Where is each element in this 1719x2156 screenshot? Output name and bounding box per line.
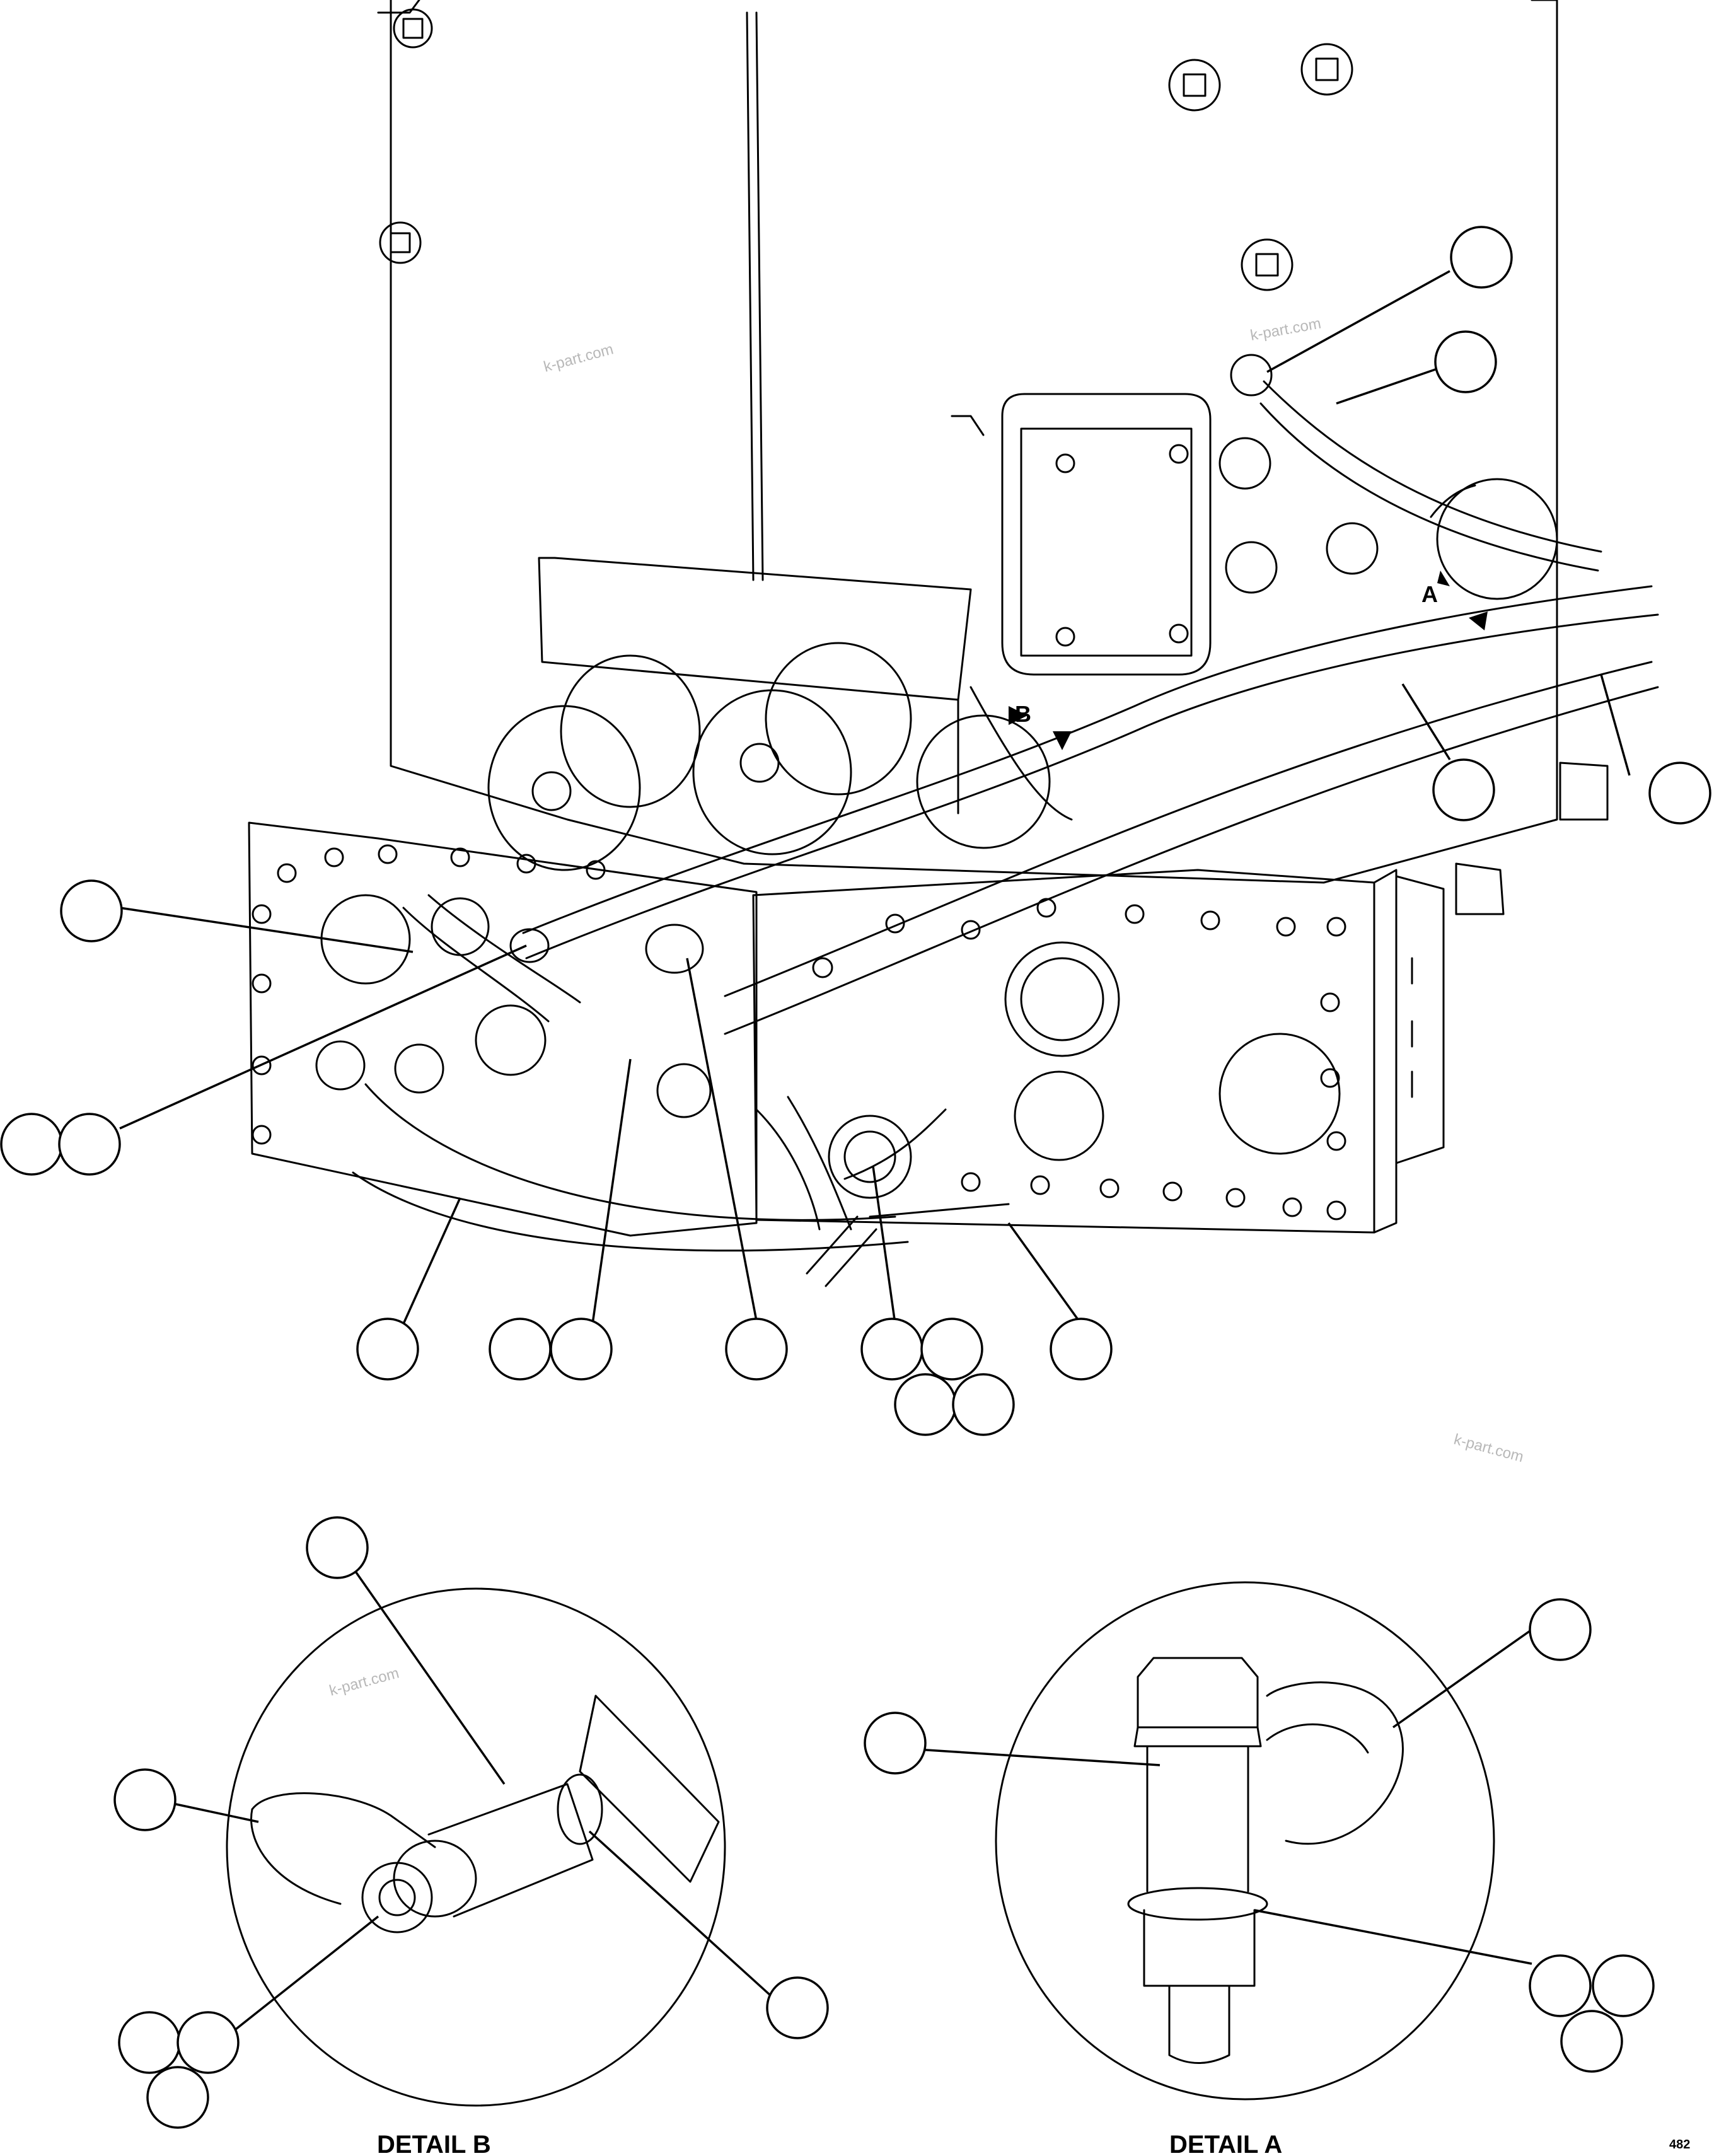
callout-bubble[interactable] bbox=[1050, 1318, 1113, 1381]
detail-a: DETAIL A bbox=[995, 1581, 1495, 2156]
callout-bubble[interactable] bbox=[920, 1318, 983, 1381]
callout-bubble[interactable] bbox=[864, 1712, 927, 1775]
detail-b: DETAIL B bbox=[226, 1587, 726, 2156]
watermarks: k-part.com k-part.com k-part.com k-part.… bbox=[328, 315, 1525, 1700]
hoses bbox=[352, 380, 1659, 1287]
callout-bubble[interactable] bbox=[894, 1373, 957, 1436]
callout-bubble[interactable] bbox=[489, 1318, 552, 1381]
main-assembly: A B bbox=[248, 0, 1659, 1287]
callout-bubble[interactable] bbox=[118, 2011, 181, 2074]
callout-bubble[interactable] bbox=[1560, 2010, 1623, 2073]
callout-bubble[interactable] bbox=[1450, 226, 1513, 289]
watermark: k-part.com bbox=[542, 340, 615, 375]
callout-bubble[interactable] bbox=[356, 1318, 419, 1381]
callout-bubble[interactable] bbox=[860, 1318, 923, 1381]
callout-bubble[interactable] bbox=[58, 1113, 121, 1176]
callout-leaders bbox=[119, 270, 1631, 2037]
callout-bubble[interactable] bbox=[1434, 330, 1497, 393]
callout-bubbles bbox=[0, 226, 1711, 2129]
watermark: k-part.com bbox=[328, 1664, 401, 1699]
view-marker-b: B bbox=[1015, 701, 1031, 727]
callout-bubble[interactable] bbox=[1432, 758, 1495, 821]
left-manifold bbox=[248, 821, 758, 1237]
view-marker-a: A bbox=[1421, 581, 1438, 607]
callout-bubble[interactable] bbox=[1529, 1598, 1592, 1661]
drums bbox=[487, 642, 912, 871]
callout-bubble[interactable] bbox=[725, 1318, 788, 1381]
plate-bolts bbox=[379, 8, 1379, 594]
callout-bubble[interactable] bbox=[177, 2011, 240, 2074]
watermark: k-part.com bbox=[1249, 315, 1322, 344]
callout-bubble[interactable] bbox=[306, 1516, 369, 1579]
callout-bubble[interactable] bbox=[113, 1768, 177, 1831]
detail-b-title: DETAIL B bbox=[377, 2131, 491, 2156]
callout-bubble[interactable] bbox=[1648, 762, 1711, 825]
page-code: 482 bbox=[1669, 2138, 1690, 2152]
callout-bubble[interactable] bbox=[60, 879, 123, 942]
callout-bubble[interactable] bbox=[1529, 1954, 1592, 2017]
callout-bubble[interactable] bbox=[0, 1113, 63, 1176]
callout-bubble[interactable] bbox=[1592, 1954, 1655, 2017]
right-manifold bbox=[752, 869, 1398, 1234]
cover-box bbox=[1001, 393, 1212, 676]
detail-a-title: DETAIL A bbox=[1169, 2131, 1282, 2156]
watermark: k-part.com bbox=[1452, 1431, 1525, 1466]
callout-bubble[interactable] bbox=[766, 1976, 829, 2039]
callout-bubble[interactable] bbox=[146, 2066, 209, 2129]
callout-bubble[interactable] bbox=[952, 1373, 1015, 1436]
callout-bubble[interactable] bbox=[550, 1318, 613, 1381]
